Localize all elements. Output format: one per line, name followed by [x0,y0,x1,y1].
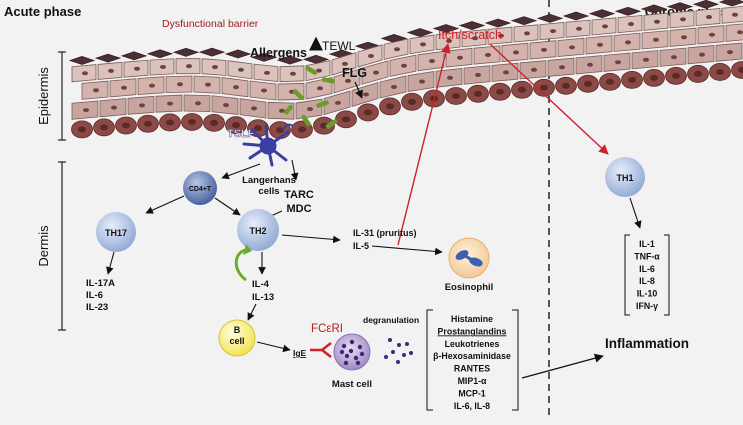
feedback-arrow-icon [236,250,246,280]
th1-label: TH1 [616,173,633,183]
fceri-label: FCεRI [311,323,343,335]
il31-label: IL-31 (pruritus) [353,228,417,238]
tarc-label: TARC [284,189,314,201]
mediator-item: RANTES [454,364,490,374]
bcell-label-1: B [234,325,241,335]
mediator-item: β-Hexosaminidase [433,351,511,361]
itch-scratch-label: Itch/scratch [438,28,502,42]
th1-cytokine: IFN-γ [636,301,658,311]
mdc-label: MDC [286,203,311,215]
langerhans-label-1: Langerhans [242,175,296,186]
tewl-label: TEWL [322,39,356,53]
flg-label: FLG [342,66,367,80]
mediator-item: IL-6, IL-8 [454,401,490,411]
th17-label: TH17 [105,228,127,238]
released-granules [384,338,413,364]
mediator-item: Histamine [451,314,493,324]
th17-cytokine: IL-6 [86,290,103,301]
th17-cytokine: IL-23 [86,302,108,313]
fceri-receptor-icon [310,343,331,357]
epidermis-label: Epidermis [36,67,51,125]
allergens-label: Allergens [250,46,307,60]
mediator-item: MCP-1 [458,388,485,398]
acute-phase-title: Acute phase [4,4,81,19]
langerhans-label-2: cells [258,186,279,197]
mediator-item: Leukotrienes [445,339,500,349]
th2-label: TH2 [249,226,266,236]
dermis-label: Dermis [36,225,51,267]
th1-cytokine: TNF-α [634,251,660,261]
ige-label: IgE [293,348,307,358]
degranulation-label: degranulation [363,315,419,325]
th17-cytokine-list: IL-17A IL-6 IL-23 [86,278,115,313]
th1-cytokine: IL-6 [639,264,655,274]
mediator-item: MIP1-α [458,376,487,386]
th1-cytokine: IL-10 [637,289,658,299]
bcell-label-2: cell [229,336,244,346]
mediator-item: Prostanglandins [438,326,507,336]
eosinophil-label: Eosinophil [445,282,494,293]
inflammation-label: Inflammation [605,336,689,351]
il4-label: IL-4 [252,279,270,290]
th1-cytokine: IL-8 [639,276,655,286]
th17-cytokine: IL-17A [86,278,115,289]
il5-label: IL-5 [353,241,369,251]
il13-label: IL-13 [252,292,274,303]
th1-cytokine: IL-1 [639,239,655,249]
barrier-label: Dysfunctional barrier [162,18,259,30]
mast-cell-label: Mast cell [332,379,372,390]
cd4-label: CD4+T [189,186,212,193]
